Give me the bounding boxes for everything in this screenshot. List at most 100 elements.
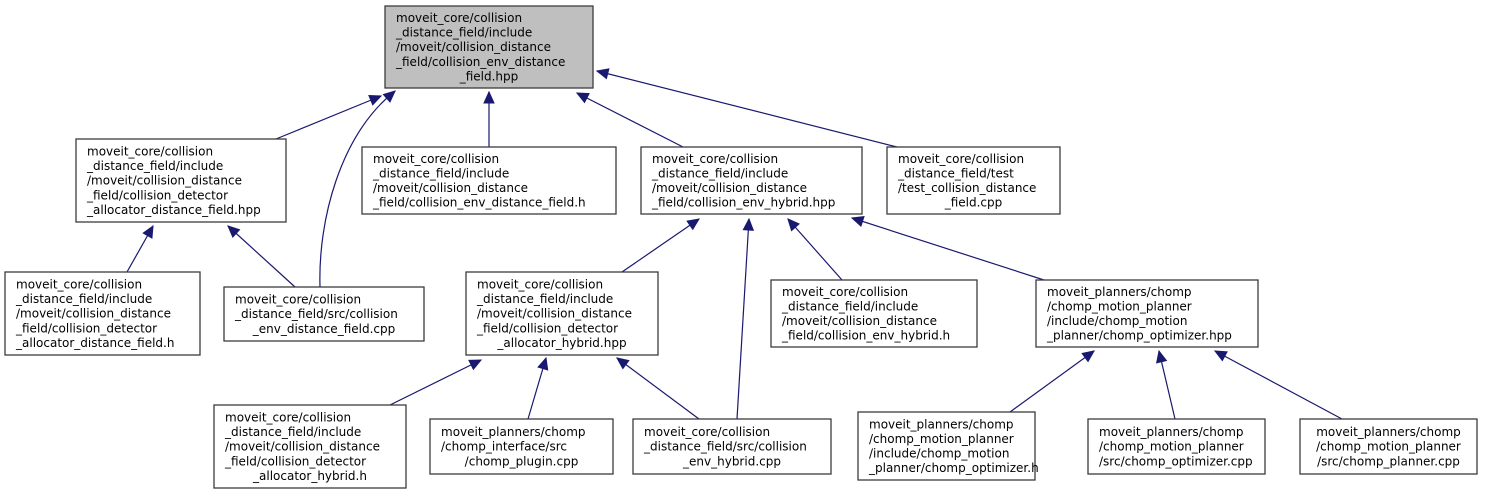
node-label-line: moveit_core/collision (225, 411, 351, 425)
dependency-edge (527, 356, 549, 420)
edge-line (621, 218, 700, 273)
node-label-line: _field/collision_env_hybrid.hpp (651, 196, 835, 210)
node-label-line: moveit_planners/chomp (869, 417, 1014, 431)
nodes-layer: moveit_core/collision_distance_field/inc… (4, 5, 1478, 489)
node-label-line: moveit_core/collision (396, 11, 522, 25)
node-label-line: /src/chomp_planner.cpp (1317, 454, 1460, 468)
node-box (1035, 279, 1259, 348)
arrowhead-icon (575, 92, 590, 104)
arrowhead-icon (1156, 349, 1168, 364)
node-label-line: /moveit/collision_distance (652, 181, 807, 195)
node-label-line: moveit_core/collision (898, 152, 1024, 166)
node-label-line: /chomp_motion_planner (869, 432, 1014, 446)
arrowhead-icon (686, 218, 700, 231)
file-node[interactable]: moveit_planners/chomp/chomp_interface/sr… (429, 418, 614, 475)
edge-line (1158, 350, 1176, 420)
arrowhead-icon (595, 68, 610, 80)
file-node[interactable]: moveit_planners/chomp/chomp_motion_plann… (1087, 418, 1266, 475)
node-label-line: moveit_planners/chomp (1099, 425, 1244, 439)
file-node[interactable]: moveit_core/collision_distance_field/src… (632, 418, 832, 475)
dependency-edge (736, 217, 755, 420)
node-box (361, 146, 617, 215)
node-label-line: /src/chomp_optimizer.cpp (1099, 454, 1253, 468)
node-label-line: moveit_core/collision (477, 278, 603, 292)
node-label-line: /chomp_motion_planner (1047, 299, 1192, 313)
node-label-line: moveit_core/collision (87, 145, 213, 159)
file-node[interactable]: moveit_planners/chomp/chomp_motion_plann… (1035, 279, 1259, 348)
node-label-line: /include/chomp_motion (1047, 314, 1187, 328)
arrowhead-icon (227, 225, 241, 239)
dependency-edge (227, 225, 296, 288)
node-box (429, 418, 614, 475)
edge-line (576, 92, 684, 148)
node-label-line: _allocator_hybrid.hpp (496, 336, 626, 350)
node-box (4, 271, 201, 356)
node-label-line: _distance_field/include (224, 425, 361, 439)
dependency-edge (595, 68, 898, 148)
node-box (886, 146, 1061, 215)
node-label-line: _distance_field/include (476, 292, 613, 306)
edge-line (616, 357, 700, 420)
arrowhead-icon (1081, 350, 1095, 363)
file-node[interactable]: moveit_core/collision_distance_field/inc… (4, 271, 201, 356)
node-label-line: moveit_core/collision (652, 152, 778, 166)
node-label-line: /include/chomp_motion (869, 447, 1009, 461)
node-label-line: _allocator_distance_field.h (15, 336, 174, 350)
node-label-line: _field/collision_detector (86, 188, 228, 202)
root-file-node: moveit_core/collision_distance_field/inc… (384, 5, 594, 89)
edge-line (851, 217, 1045, 281)
file-node[interactable]: moveit_core/collision_distance_field/inc… (640, 146, 863, 215)
edges-layer (126, 68, 1343, 420)
node-label-line: /moveit/collision_distance (782, 314, 937, 328)
node-label-line: _env_distance_field.cpp (252, 322, 395, 336)
file-node[interactable]: moveit_core/collision_distance_field/inc… (213, 404, 407, 489)
node-label-line: /moveit/collision_distance (87, 174, 242, 188)
node-box (857, 411, 1036, 481)
arrowhead-icon (368, 95, 383, 106)
file-node[interactable]: moveit_core/collision_distance_field/tes… (886, 146, 1061, 215)
node-label-line: /chomp_interface/src (441, 440, 567, 454)
node-label-line: /moveit/collision_distance (16, 307, 171, 321)
file-node[interactable]: moveit_core/collision_distance_field/inc… (465, 271, 659, 356)
node-label-line: _env_hybrid.cpp (682, 454, 781, 468)
node-label-line: _field/collision_env_distance_field.h (372, 196, 586, 210)
node-label-line: _field/collision_env_distance (395, 55, 565, 69)
file-node[interactable]: moveit_core/collision_distance_field/inc… (75, 138, 287, 223)
edge-line (596, 70, 898, 148)
file-node[interactable]: moveit_core/collision_distance_field/inc… (361, 146, 617, 215)
edge-line (1009, 350, 1095, 413)
node-box (213, 404, 407, 489)
node-label-line: _distance_field/include (781, 299, 918, 313)
node-label-line: _field/collision_detector (15, 321, 157, 335)
node-label-line: _distance_field/src/collision (643, 440, 807, 454)
dependency-edge (1009, 350, 1095, 413)
node-label-line: _distance_field/include (395, 26, 532, 40)
file-node[interactable]: moveit_planners/chomp/chomp_motion_plann… (857, 411, 1039, 481)
node-label-line: moveit_core/collision (235, 293, 361, 307)
node-label-line: moveit_planners/chomp (1047, 285, 1192, 299)
arrowhead-icon (742, 217, 755, 231)
dependency-edge (389, 359, 483, 406)
node-label-line: _field/collision_detector (224, 454, 366, 468)
node-box (384, 5, 594, 89)
edge-line (275, 95, 382, 140)
arrowhead-icon (382, 90, 396, 103)
node-label-line: _distance_field/include (651, 166, 788, 180)
dependency-edge (621, 218, 700, 273)
dependency-edge (1156, 349, 1176, 420)
node-label-line: _planner/chomp_optimizer.h (868, 461, 1039, 475)
arrowhead-icon (850, 216, 865, 228)
arrowhead-icon (616, 357, 630, 370)
node-box (465, 271, 659, 356)
file-node[interactable]: moveit_core/collision_distance_field/inc… (770, 279, 978, 348)
arrowhead-icon (483, 90, 495, 104)
arrowhead-icon (468, 359, 483, 371)
edge-line (389, 359, 482, 406)
dependency-edge (850, 216, 1045, 281)
node-label-line: /moveit/collision_distance (225, 440, 380, 454)
node-box (75, 138, 287, 223)
file-node[interactable]: moveit_core/collision_distance_field/src… (223, 286, 425, 342)
node-label-line: /chomp_motion_planner (1099, 440, 1244, 454)
node-label-line: /moveit/collision_distance (477, 307, 632, 321)
file-node[interactable]: moveit_planners/chomp/chomp_motion_plann… (1299, 418, 1478, 475)
